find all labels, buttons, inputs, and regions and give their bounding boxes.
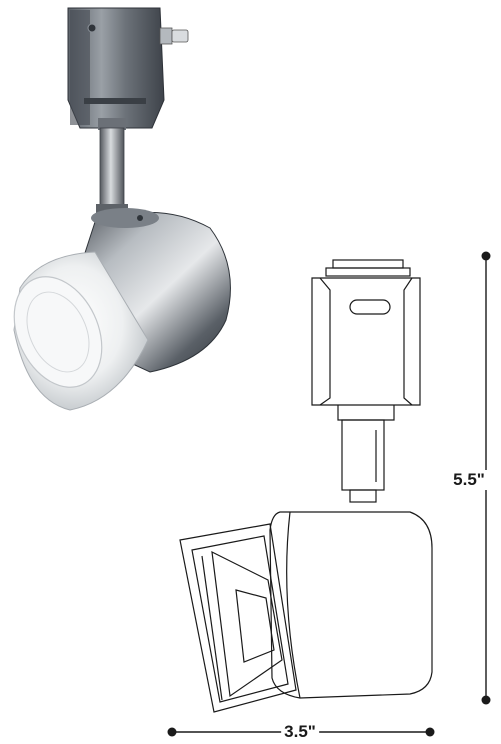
drawing-adapter-body xyxy=(311,277,421,421)
width-label: 3.5" xyxy=(281,722,319,742)
frosted-lens xyxy=(13,251,149,411)
drawing-head xyxy=(269,511,433,699)
track-adapter xyxy=(67,7,165,129)
drawing-stem xyxy=(341,419,385,503)
stem xyxy=(96,118,128,216)
drawing-track-cap xyxy=(325,259,411,277)
height-label: 5.5" xyxy=(450,470,488,490)
adapter-lever xyxy=(159,27,189,45)
product-photo xyxy=(13,7,231,411)
drawing-lens xyxy=(179,523,297,713)
dimension-drawing xyxy=(167,251,491,737)
